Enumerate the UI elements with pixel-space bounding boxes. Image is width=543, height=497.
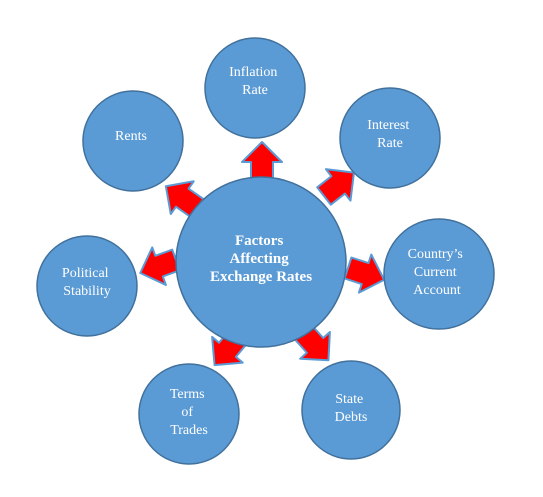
label-state-debts-line-2: Debts — [335, 410, 368, 425]
label-inflation-rate-line-2: Rate — [242, 83, 268, 98]
label-terms-of-trades-line-1: Terms — [170, 387, 205, 402]
label-interest-rate-line-2: Rate — [377, 136, 403, 151]
label-terms-of-trades-line-3: Trades — [170, 423, 208, 438]
circle-state-debts — [301, 360, 401, 460]
label-current-account: Country’s Current Account — [408, 247, 467, 298]
arrow-to-interest-rate — [316, 168, 355, 206]
center-title-line-2: Affecting — [230, 251, 290, 267]
label-political-stability-line-2: Stability — [63, 284, 110, 299]
label-current-account-line-1: Country’s — [408, 247, 463, 262]
label-current-account-line-3: Account — [413, 283, 461, 298]
label-interest-rate-line-1: Interest — [367, 118, 409, 133]
label-state-debts-line-1: State — [335, 392, 363, 407]
arrow-to-political-stability — [139, 246, 181, 286]
arrows — [139, 141, 386, 367]
label-terms-of-trades-line-2: of — [181, 405, 193, 420]
label-terms-of-trades: Terms of Trades — [170, 387, 208, 438]
label-state-debts: State Debts — [335, 392, 368, 425]
label-political-stability-line-1: Political — [62, 266, 109, 281]
label-interest-rate: Interest Rate — [367, 118, 412, 151]
circle-terms-of-trades — [138, 363, 240, 465]
circle-political-stability — [36, 235, 138, 337]
label-inflation-rate-line-1: Inflation — [229, 65, 277, 80]
circle-center — [175, 176, 347, 348]
label-political-stability: Political Stability — [62, 266, 112, 299]
arrow-to-rents — [164, 180, 205, 219]
circle-current-account — [383, 218, 495, 330]
circle-interest-rate — [339, 87, 441, 189]
circle-inflation-rate — [204, 37, 306, 139]
label-current-account-line-2: Current — [414, 265, 457, 280]
center-title-line-1: Factors — [235, 233, 283, 249]
circle-rents — [82, 90, 184, 192]
nodes — [36, 37, 495, 465]
labels: Inflation Rate Interest Rate Country’s C… — [62, 65, 467, 438]
label-inflation-rate: Inflation Rate — [229, 65, 281, 98]
center-title-line-3: Exchange Rates — [210, 269, 312, 285]
label-rents: Rents — [115, 129, 147, 144]
arrow-to-current-account — [343, 253, 386, 294]
label-rents-line-1: Rents — [115, 129, 147, 144]
center-title: Factors Affecting Exchange Rates — [210, 233, 312, 285]
arrow-to-inflation-rate — [241, 141, 283, 181]
